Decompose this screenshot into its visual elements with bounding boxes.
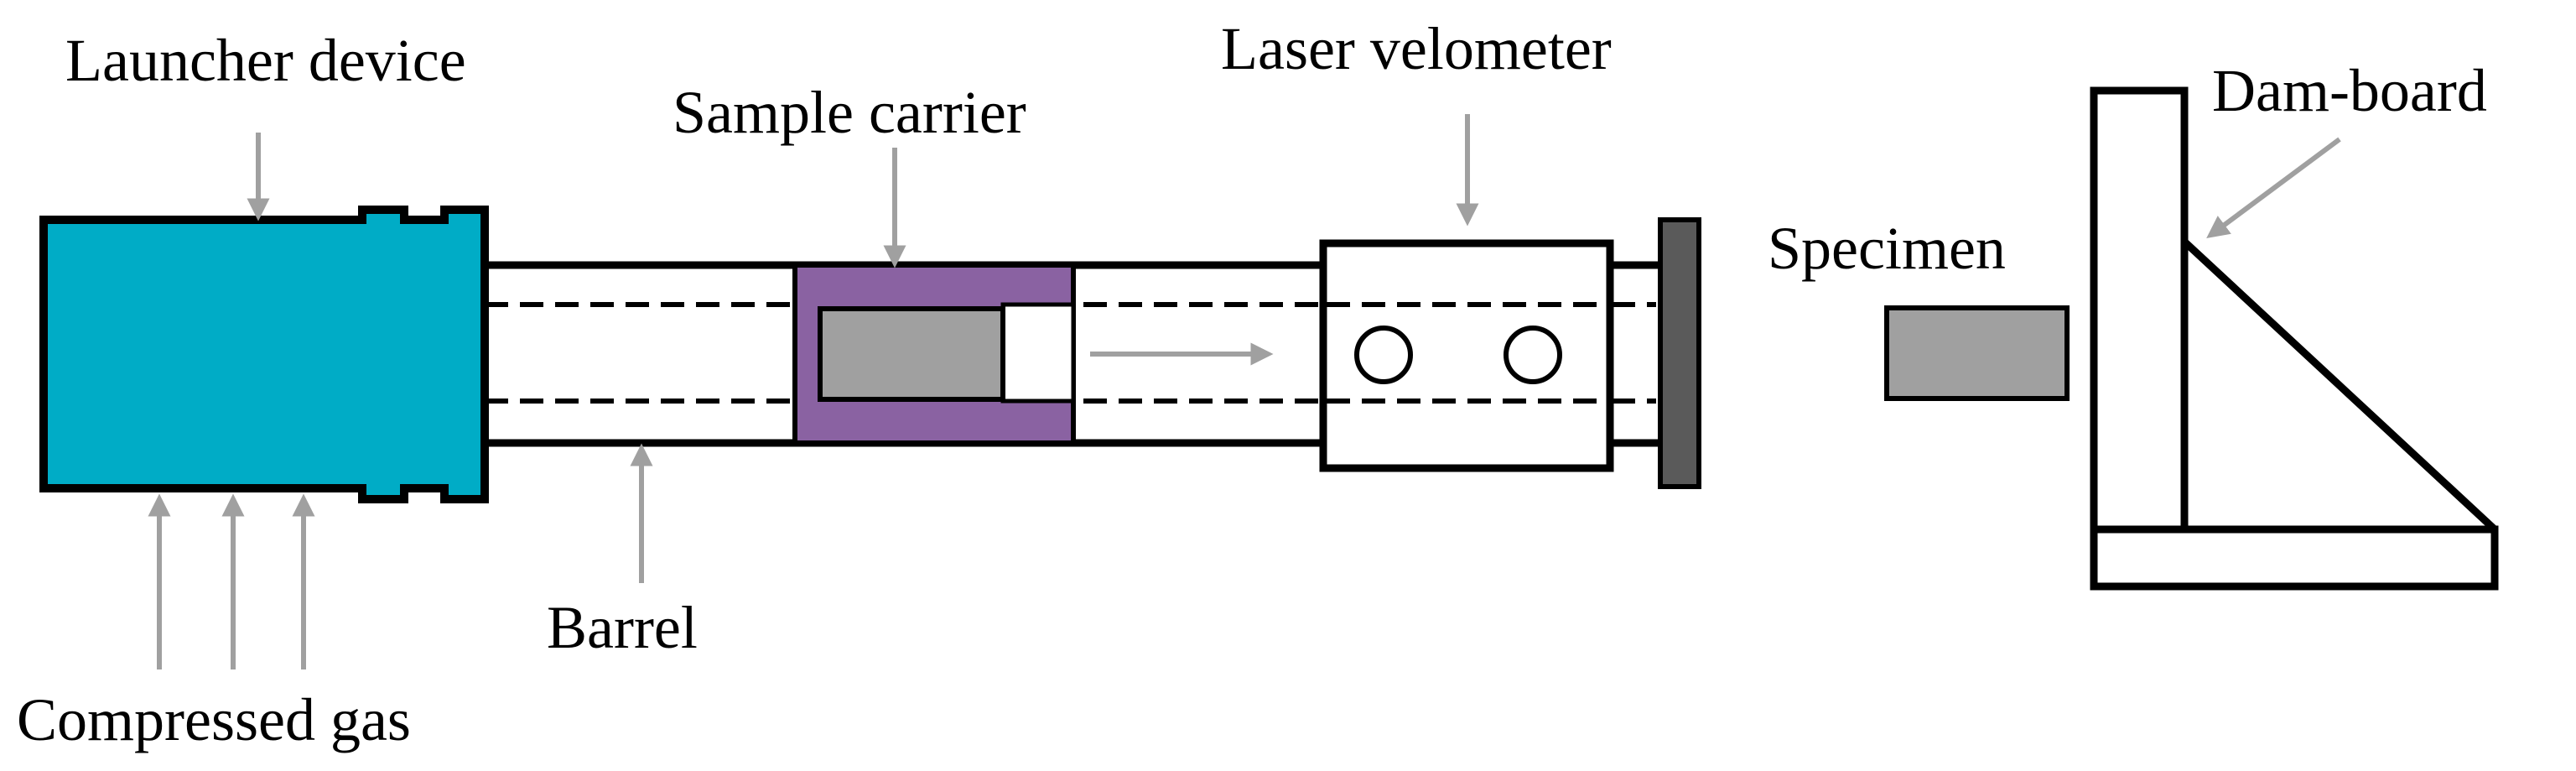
dam-board-base	[2090, 525, 2499, 591]
label-sample-carrier: Sample carrier	[673, 79, 1026, 146]
laser-sensor-1	[1354, 326, 1413, 384]
dam-board-upright	[2090, 86, 2189, 534]
label-barrel: Barrel	[547, 594, 698, 661]
label-laser-velometer: Laser velometer	[1221, 15, 1612, 82]
specimen	[1884, 305, 2070, 401]
dam-board	[2090, 86, 2499, 591]
label-dam-board: Dam-board	[2212, 57, 2487, 124]
laser-sensor-2	[1504, 326, 1562, 384]
carrier-bore	[1000, 302, 1076, 404]
dam-board-brace	[2181, 238, 2498, 533]
label-specimen: Specimen	[1768, 215, 2006, 282]
barrel-end-cap	[1658, 217, 1701, 489]
dam-board-pointer-arrow	[2206, 137, 2341, 239]
carrier-sample	[818, 306, 1005, 402]
launcher-device	[39, 206, 489, 503]
label-launcher-device: Launcher device	[65, 27, 466, 94]
label-compressed-gas: Compressed gas	[17, 686, 411, 753]
